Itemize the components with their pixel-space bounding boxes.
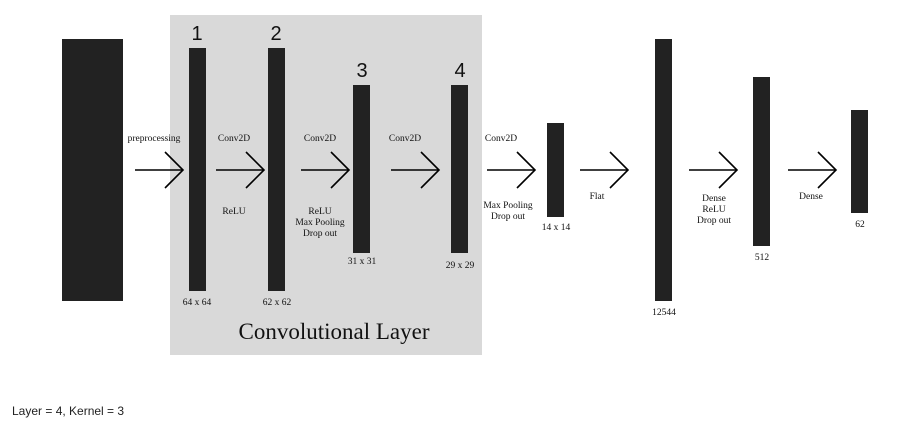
conv3-label: Conv2D (389, 134, 421, 144)
size-31-label: 31 x 31 (348, 257, 377, 267)
size-62-label: 62 x 62 (263, 298, 292, 308)
layer-number-4: 4 (454, 60, 465, 82)
conv1-label: Conv2D (218, 134, 250, 144)
conv2-pooling-label: Max Pooling (295, 218, 345, 228)
layer-1-bar (189, 48, 206, 291)
conv2-label: Conv2D (304, 134, 336, 144)
conv2-activation-label: ReLU (308, 207, 331, 217)
arrow-dense1 (689, 151, 739, 189)
arrow-conv1 (216, 151, 266, 189)
layer-number-3: 3 (356, 60, 367, 82)
arrow-flat (580, 151, 630, 189)
arrow-conv4 (487, 151, 537, 189)
layer-2-bar (268, 48, 285, 291)
size-64-label: 64 x 64 (183, 298, 212, 308)
arrow-conv2 (301, 151, 351, 189)
conv1-activation-label: ReLU (222, 207, 245, 217)
flat-label: Flat (590, 192, 605, 202)
conv4-dropout-label: Drop out (491, 212, 525, 222)
layer-4-bar (451, 85, 468, 253)
dense1-label: Dense (702, 194, 726, 204)
flat-bar (655, 39, 672, 301)
configuration-caption: Layer = 4, Kernel = 3 (12, 404, 125, 418)
input-block (62, 39, 123, 301)
size-29-label: 29 x 29 (446, 261, 475, 271)
dense-62-bar (851, 110, 868, 213)
dense1-activation-label: ReLU (702, 205, 725, 215)
dense2-label: Dense (799, 192, 823, 202)
convolutional-layer-label: Convolutional Layer (239, 319, 430, 344)
arrow-dense2 (788, 151, 838, 189)
conv4-label: Conv2D (485, 134, 517, 144)
layer-number-1: 1 (191, 23, 202, 45)
dense-512-bar (753, 77, 770, 246)
layer-number-2: 2 (270, 23, 281, 45)
preprocessing-label: preprocessing (128, 134, 181, 144)
arrow-conv3 (391, 151, 441, 189)
pooled-bar (547, 123, 564, 217)
conv4-pooling-label: Max Pooling (483, 201, 533, 211)
conv2-dropout-label: Drop out (303, 229, 337, 239)
dense-62-size-label: 62 (855, 220, 865, 230)
layer-3-bar (353, 85, 370, 253)
dense1-dropout-label: Drop out (697, 216, 731, 226)
flat-size-label: 12544 (652, 308, 676, 318)
dense-512-size-label: 512 (755, 253, 770, 263)
convolutional-layer-panel (170, 15, 482, 355)
arrow-preprocessing (135, 151, 185, 189)
size-14-label: 14 x 14 (542, 223, 571, 233)
